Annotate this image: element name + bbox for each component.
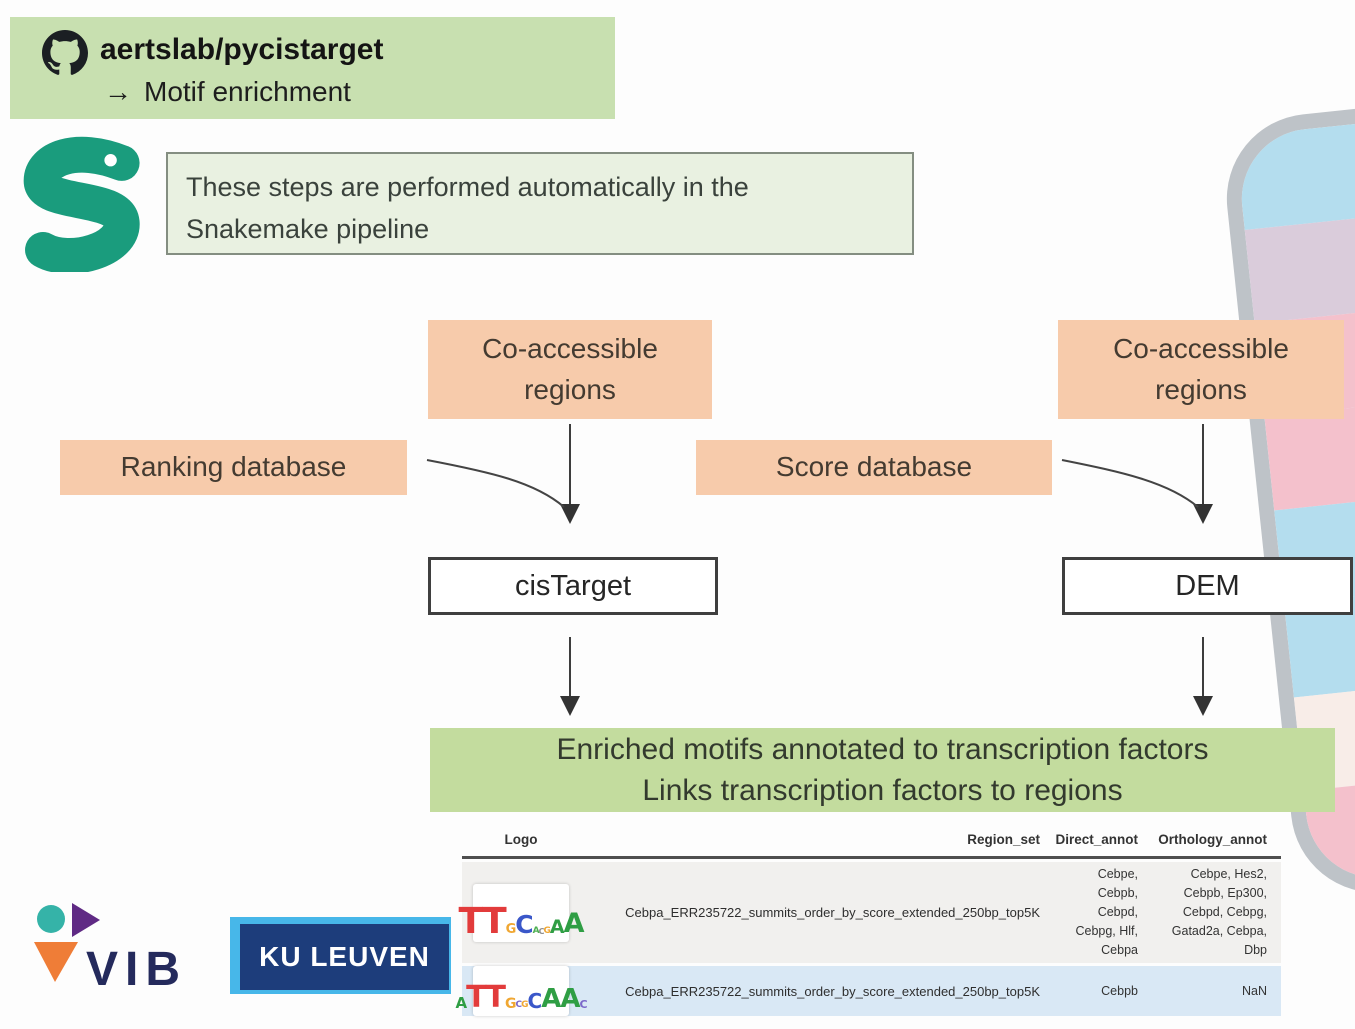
- region-set-cell: Cebpa_ERR235722_summits_order_by_score_e…: [625, 905, 1040, 920]
- table-header-row: Logo Region_set Direct_annot Orthology_a…: [462, 823, 1281, 859]
- right-arrow-icon: →: [104, 76, 132, 107]
- orthology-annot-cell: NaN: [1241, 983, 1267, 998]
- box-cistarget: cisTarget: [428, 557, 718, 615]
- kuleuven-logo: KU LEUVEN: [230, 917, 451, 994]
- column-header-orthology-annot: Orthology_annot: [1158, 832, 1267, 847]
- vib-logo-text: VIB: [86, 943, 188, 996]
- column-header-region-set: Region_set: [967, 832, 1040, 847]
- box-score-database: Score database: [696, 440, 1052, 495]
- repo-subtitle: → Motif enrichment: [104, 76, 351, 108]
- box-co-accessible-regions-left: Co-accessible regions: [428, 320, 712, 419]
- column-header-logo: Logo: [504, 832, 538, 847]
- direct-annot-cell: Cebpb: [1101, 983, 1138, 998]
- vib-logo-mark-icon: [34, 903, 100, 982]
- result-line-2: Links transcription factors to regions: [642, 774, 1123, 807]
- box-ranking-database: Ranking database: [60, 440, 407, 495]
- column-header-direct-annot: Direct_annot: [1055, 832, 1138, 847]
- github-repo-banner: [10, 17, 615, 119]
- kuleuven-logo-text: KU LEUVEN: [240, 924, 449, 990]
- repo-subtitle-label: Motif enrichment: [144, 76, 351, 107]
- snake-eye: [104, 154, 117, 167]
- motif-results-table: Logo Region_set Direct_annot Orthology_a…: [455, 823, 1281, 1016]
- region-set-cell: Cebpa_ERR235722_summits_order_by_score_e…: [625, 983, 1040, 999]
- snakemake-logo-icon: [23, 136, 140, 272]
- github-icon: [42, 30, 88, 75]
- orthology-annot-cell: Cebpe, Hes2, Cebpb, Ep300, Cebpd, Cebpg,…: [1171, 867, 1267, 957]
- direct-annot-cell: Cebpe, Cebpb, Cebpd, Cebpg, Hlf, Cebpa: [1075, 867, 1138, 957]
- repo-title: aertslab/pycistarget: [100, 33, 384, 66]
- box-co-accessible-regions-right: Co-accessible regions: [1058, 320, 1344, 419]
- box-dem: DEM: [1062, 557, 1353, 615]
- result-banner: Enriched motifs annotated to transcripti…: [430, 728, 1335, 812]
- pipeline-note: These steps are performed automatically …: [166, 152, 914, 255]
- result-line-1: Enriched motifs annotated to transcripti…: [556, 733, 1209, 766]
